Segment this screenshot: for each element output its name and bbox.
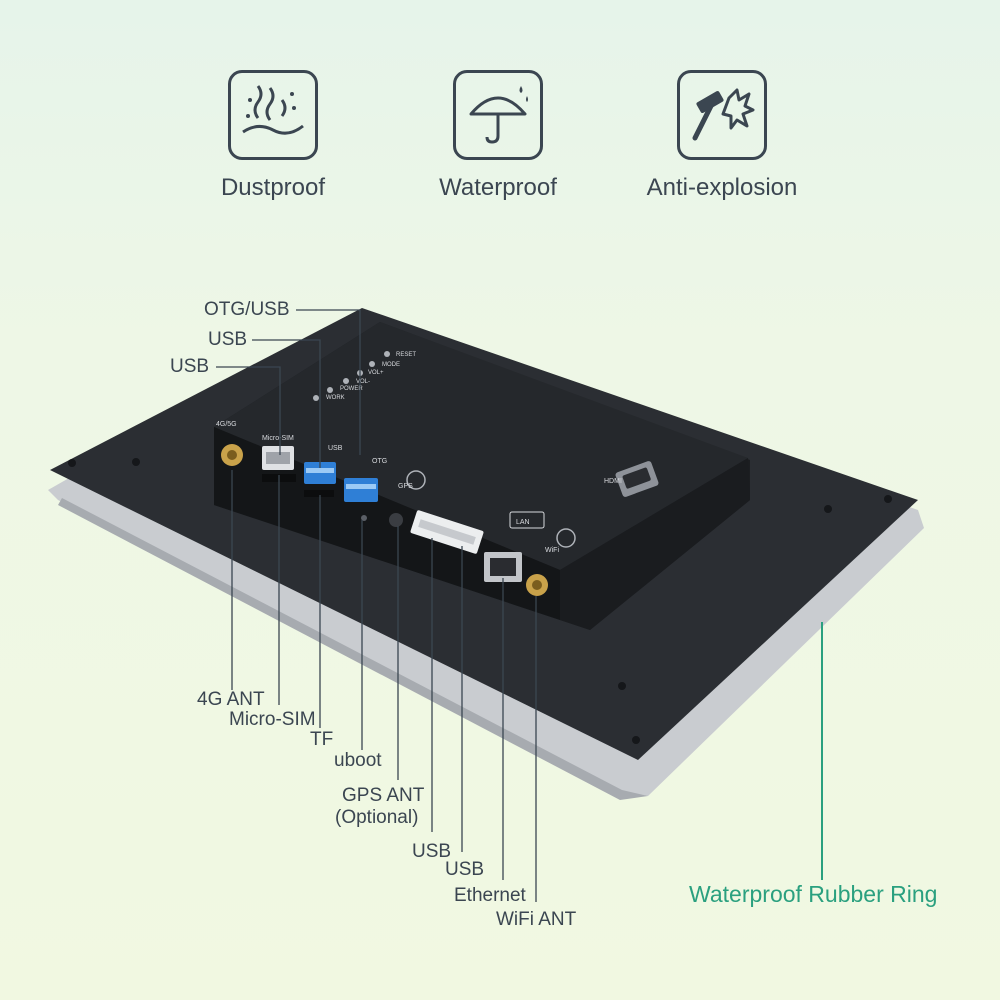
label-rubber-ring: Waterproof Rubber Ring xyxy=(689,881,938,907)
label-usb-top: USB xyxy=(208,329,248,350)
mode-label: MODE xyxy=(382,362,400,368)
label-usb-mid: USB xyxy=(170,356,210,377)
feature-anti-explosion: Anti-explosion xyxy=(622,70,822,202)
usb-terminal-connectors xyxy=(410,510,484,554)
dustproof-icon xyxy=(228,70,318,160)
label-micro-sim: Micro-SIM xyxy=(229,709,316,730)
ethernet-port: LAN xyxy=(484,511,545,582)
hdmi-port: HDMI xyxy=(604,461,659,497)
panel-edge-shadow xyxy=(58,498,648,800)
work-label: WORK xyxy=(326,395,345,401)
label-usb-b: USB xyxy=(445,859,485,880)
svg-text:USB: USB xyxy=(328,445,343,452)
uboot-button xyxy=(361,515,367,521)
antenna-wifi: WiFi xyxy=(526,528,576,596)
gps-connector: GPS xyxy=(389,470,426,527)
label-otg-usb: OTG/USB xyxy=(204,299,290,320)
feature-label-anti-explosion: Anti-explosion xyxy=(646,174,798,201)
feature-label-dustproof: Dustproof xyxy=(220,174,326,201)
umbrella-icon xyxy=(453,70,543,160)
feature-waterproof: Waterproof xyxy=(398,70,598,202)
label-tf: TF xyxy=(310,729,334,750)
reset-label: RESET xyxy=(396,352,416,358)
label-usb-a: USB xyxy=(412,841,452,862)
hdmi-label: HDMI xyxy=(604,478,622,485)
svg-text:4G/5G: 4G/5G xyxy=(216,421,237,428)
svg-text:OTG: OTG xyxy=(372,458,387,465)
controller-side-face xyxy=(560,458,750,630)
tf-slot xyxy=(304,490,334,497)
power-label: POWER xyxy=(340,386,363,392)
svg-text:Micro-SIM: Micro-SIM xyxy=(262,435,294,442)
usb-port-2: OTG xyxy=(344,458,387,502)
feature-dustproof: Dustproof xyxy=(173,70,373,202)
label-wifi-ant: WiFi ANT xyxy=(496,909,577,930)
label-ethernet: Ethernet xyxy=(454,885,526,906)
feature-label-waterproof: Waterproof xyxy=(439,174,557,201)
label-4g-ant: 4G ANT xyxy=(197,689,265,710)
svg-text:GPS: GPS xyxy=(398,483,413,490)
label-gps-ant: GPS ANT xyxy=(342,785,425,806)
vol-up-label: VOL+ xyxy=(368,370,384,376)
vol-down-label: VOL- xyxy=(356,379,370,385)
svg-text:WiFi: WiFi xyxy=(545,547,559,554)
svg-text:LAN: LAN xyxy=(516,519,530,526)
hammer-icon xyxy=(677,70,767,160)
label-uboot: uboot xyxy=(334,750,382,771)
controller-front-face xyxy=(214,427,560,620)
label-gps-optional: (Optional) xyxy=(335,807,419,828)
